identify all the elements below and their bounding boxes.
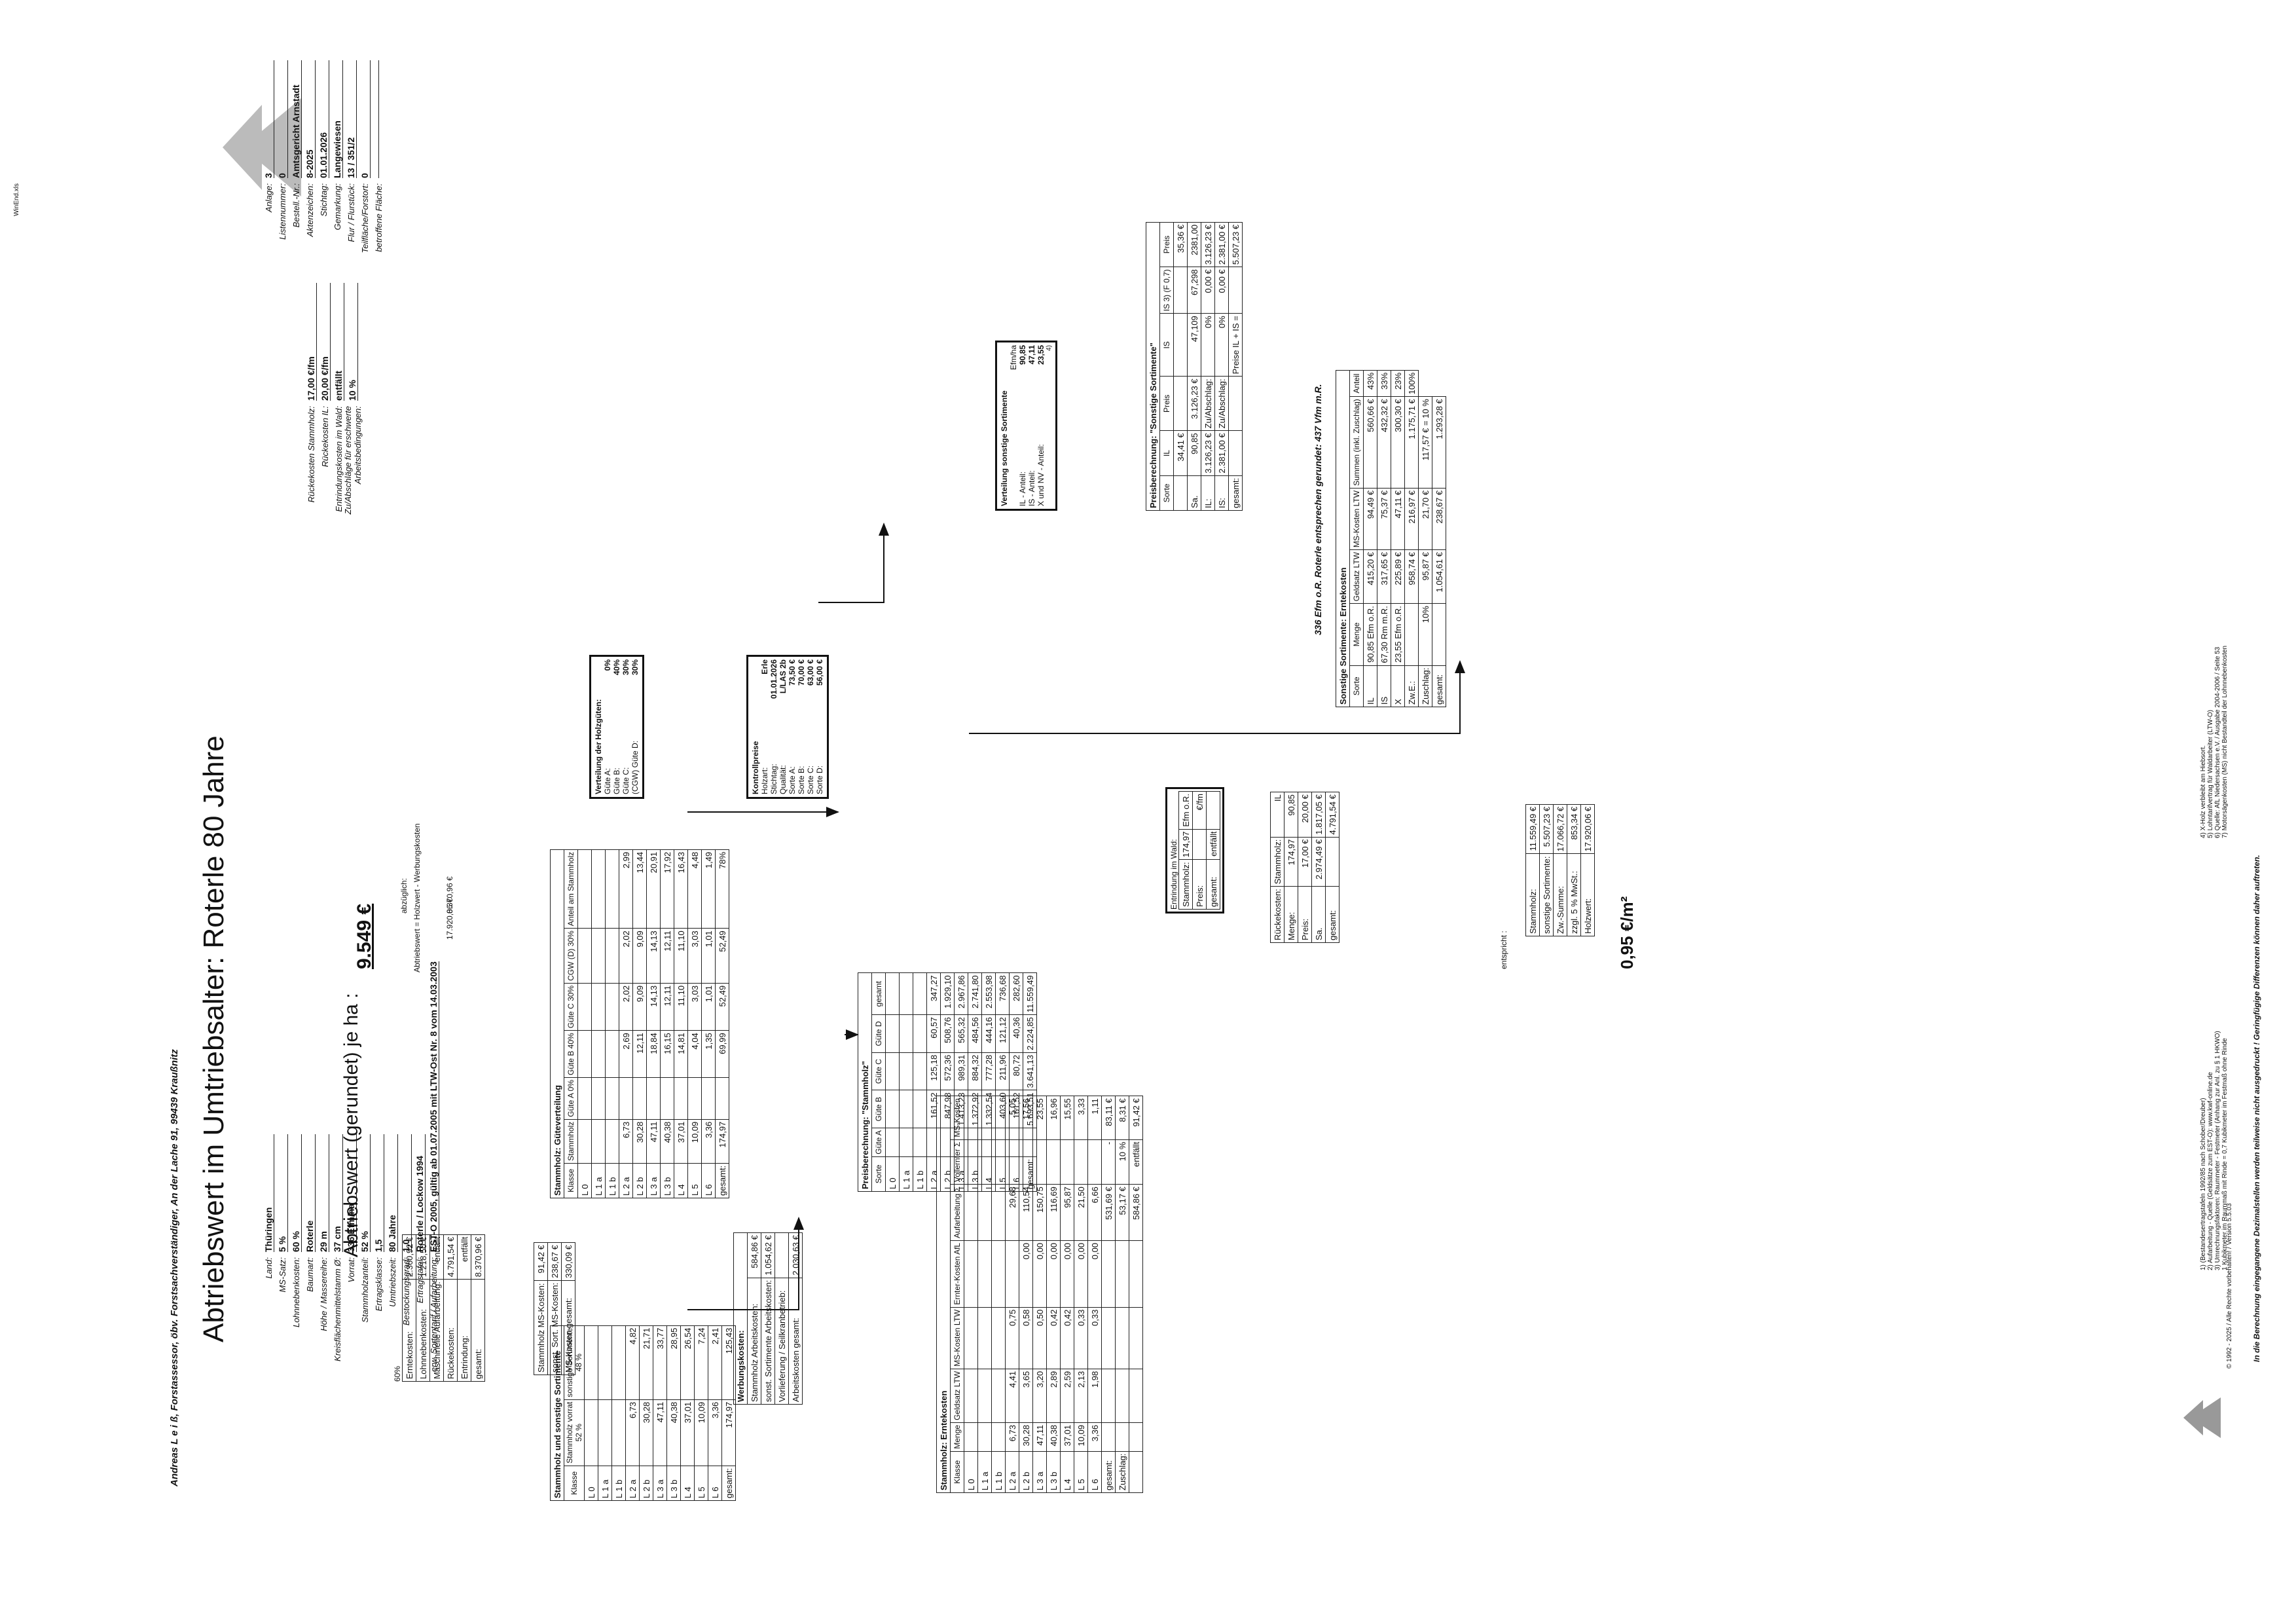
arrow-control <box>818 523 889 603</box>
tree-logo-bottom <box>2183 1397 2221 1438</box>
tree-logo-top <box>223 98 301 196</box>
arrow-sort-to-quality <box>687 1217 804 1310</box>
arrow-sonst <box>969 660 1465 734</box>
